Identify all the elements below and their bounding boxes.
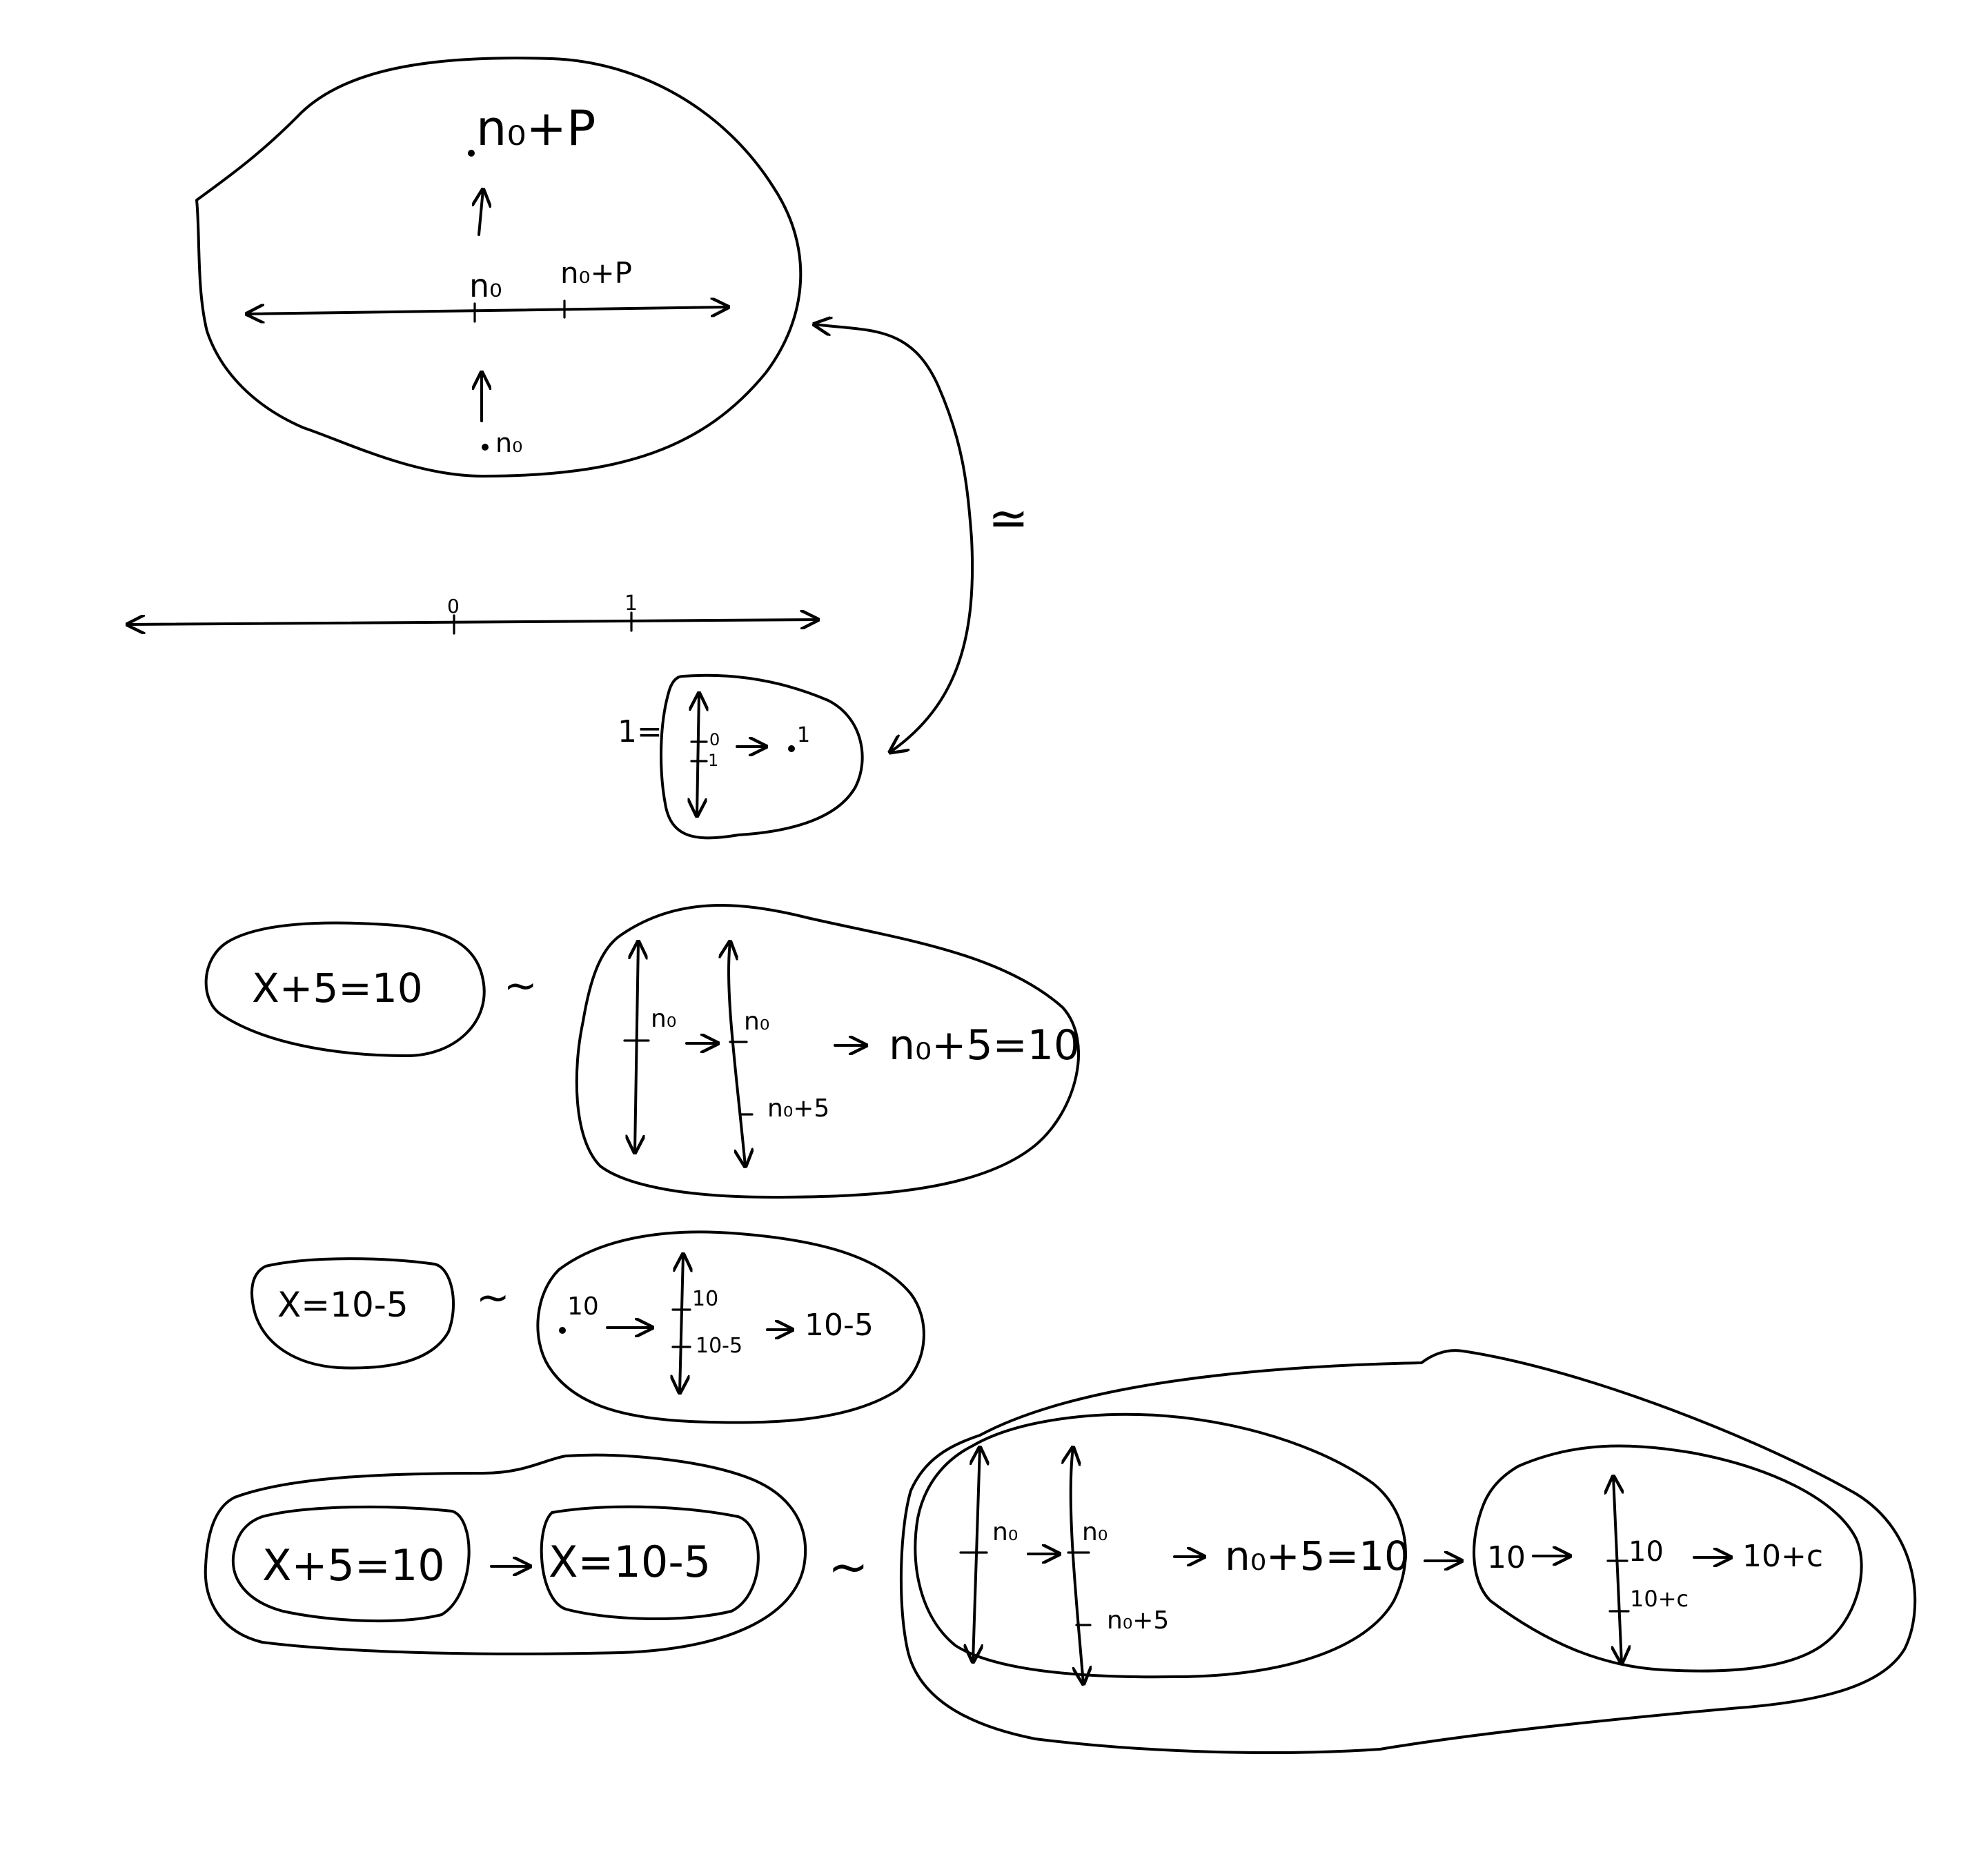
row-1-line-1-label: n₀	[651, 1005, 676, 1033]
standalone-tick-0-label: 0	[447, 595, 460, 618]
row-3-inner-tick-top-label: 10	[1628, 1536, 1664, 1568]
row-1-line-2-label-bottom: n₀+5	[767, 1094, 829, 1123]
row-2-start: 10	[567, 1292, 599, 1321]
row-2-result: 10-5	[805, 1308, 874, 1343]
row-2-equation-blob	[250, 1257, 455, 1370]
row-2-diagram-blob	[536, 1230, 925, 1424]
panel-1-tick-n0-label: n₀	[469, 267, 502, 304]
row-3-group: X+5=10 X=10-5 ~ n₀ n₀ n₀+5 n₀+5=10 10 10…	[204, 1349, 1917, 1754]
row-2-vertical-line	[680, 1254, 683, 1392]
row-3-inner-blob	[1473, 1444, 1863, 1673]
row-3-tilde: ~	[828, 1539, 869, 1595]
standalone-tick-1-label: 1	[624, 591, 638, 616]
row-3-right-outer-blob	[899, 1349, 1917, 1754]
row-3-middle-blob	[914, 1412, 1407, 1679]
panel-2-tick-1-label: 1	[708, 751, 718, 770]
row-3-line-2-label-bottom: n₀+5	[1107, 1606, 1169, 1635]
row-1-line-2	[729, 942, 745, 1166]
panel-2-tick-0-label: 0	[709, 730, 720, 749]
row-1-line-2-label-top: n₀	[744, 1007, 769, 1036]
standalone-number-line	[128, 620, 818, 624]
panel-1-outline	[195, 57, 803, 477]
row-1-line-1	[635, 942, 638, 1152]
row-2-start-dot	[559, 1327, 566, 1334]
row-3-eq-left: X+5=10	[262, 1540, 445, 1591]
row-2-group: X=10-5 ~ 10 10 10-5 10-5	[250, 1230, 925, 1424]
panel-2-outline	[660, 673, 864, 840]
row-3-left-outer-blob	[204, 1453, 807, 1655]
relation-symbol: ≃	[988, 490, 1029, 547]
panel-1-top-dot	[468, 150, 475, 157]
row-2-tilde: ~	[476, 1274, 510, 1321]
row-3-left-inner-blob-2	[540, 1505, 760, 1621]
row-1-diagram-blob	[575, 904, 1080, 1199]
row-3-left-inner-blob-1	[231, 1505, 471, 1623]
relation-curve-arrow	[814, 324, 974, 752]
panel-1-tick-n0p-label: n₀+P	[560, 256, 632, 290]
row-3-mid-result: n₀+5=10	[1225, 1533, 1410, 1579]
row-3-line-1	[973, 1448, 980, 1662]
row-3-line-2	[1071, 1448, 1083, 1684]
row-3-eq-right: X=10-5	[549, 1537, 711, 1587]
panel-1-number-line	[247, 307, 728, 314]
panel-2-result: 1	[797, 723, 810, 747]
row-3-inner-vertical-line	[1613, 1477, 1622, 1663]
row-1-equation-blob	[204, 921, 486, 1057]
panel-2-group: 1= 0 1 1	[618, 673, 864, 840]
row-3-line-1-label: n₀	[992, 1518, 1018, 1546]
standalone-number-line-group: 0 1	[128, 591, 818, 635]
panel-1-top-label: n₀+P	[476, 100, 596, 157]
row-1-result: n₀+5=10	[889, 1021, 1080, 1070]
panel-1-bottom-dot	[482, 444, 489, 451]
panel-1-up-arrow-top	[479, 190, 483, 236]
panel-1-bottom-label: n₀	[495, 428, 522, 458]
row-3-line-2-label-top: n₀	[1082, 1518, 1108, 1546]
row-2-tick-top-label: 10	[692, 1287, 718, 1311]
panel-1-blob-group: n₀+P n₀ n₀+P n₀	[195, 57, 803, 477]
row-1-equation: X+5=10	[252, 965, 423, 1012]
row-2-tick-bottom-label: 10-5	[696, 1334, 742, 1358]
panel-2-result-dot	[788, 745, 795, 752]
row-3-inner-result: 10+c	[1742, 1539, 1823, 1574]
row-2-equation: X=10-5	[277, 1285, 409, 1325]
row-3-inner-start: 10	[1487, 1540, 1526, 1575]
relation-curve-group: ≃	[814, 324, 1029, 752]
panel-2-vertical-line	[697, 693, 699, 816]
row-3-inner-tick-bottom-label: 10+c	[1630, 1586, 1689, 1612]
row-1-tilde: ~	[504, 962, 538, 1009]
row-1-group: X+5=10 ~ n₀ n₀ n₀+5 n₀+5=10	[204, 904, 1080, 1199]
panel-2-prefix: 1=	[618, 714, 662, 749]
